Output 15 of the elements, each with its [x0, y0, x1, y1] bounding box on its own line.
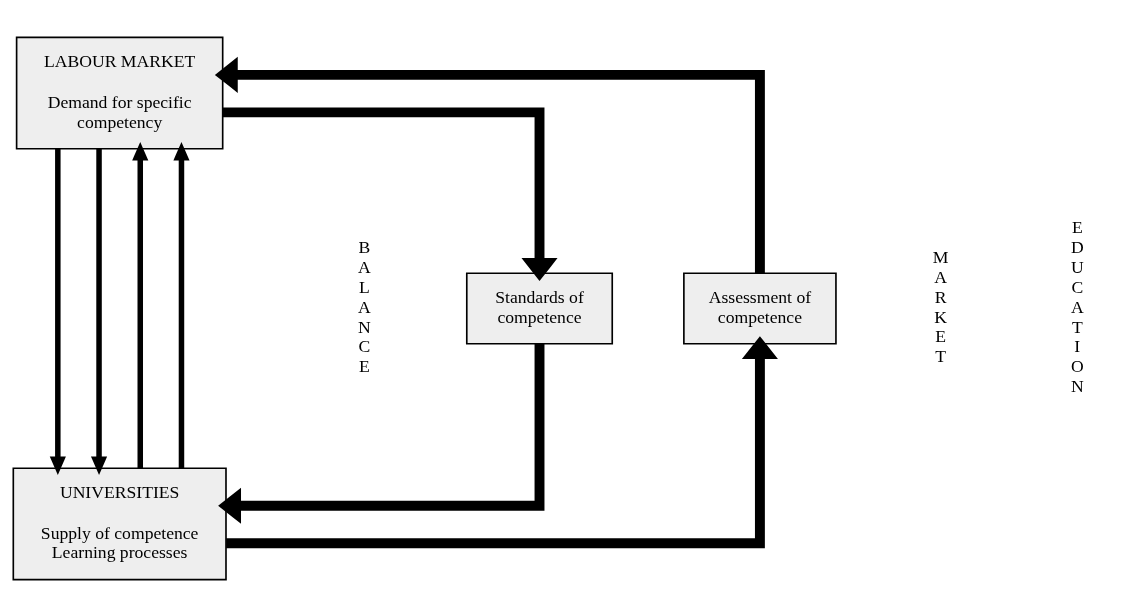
node-box: UNIVERSITIES Supply of competence Learning processes: [12, 466, 227, 580]
arrow: [132, 141, 149, 468]
label: BALANCE: [357, 236, 371, 376]
node-box: LABOUR MARKET Demand for specific competency: [15, 36, 224, 150]
node-box: Standards of competence: [465, 271, 614, 345]
arrow: [218, 343, 545, 524]
arrow: [49, 148, 66, 475]
arrow: [90, 148, 108, 475]
arrow: [222, 106, 558, 281]
node-box: Assessment of competence: [683, 271, 837, 345]
arrow: [226, 335, 778, 548]
arrow: [214, 56, 765, 273]
label: EDUCATION: [1070, 216, 1084, 396]
arrow: [173, 141, 190, 468]
label: MARKET: [932, 246, 949, 366]
